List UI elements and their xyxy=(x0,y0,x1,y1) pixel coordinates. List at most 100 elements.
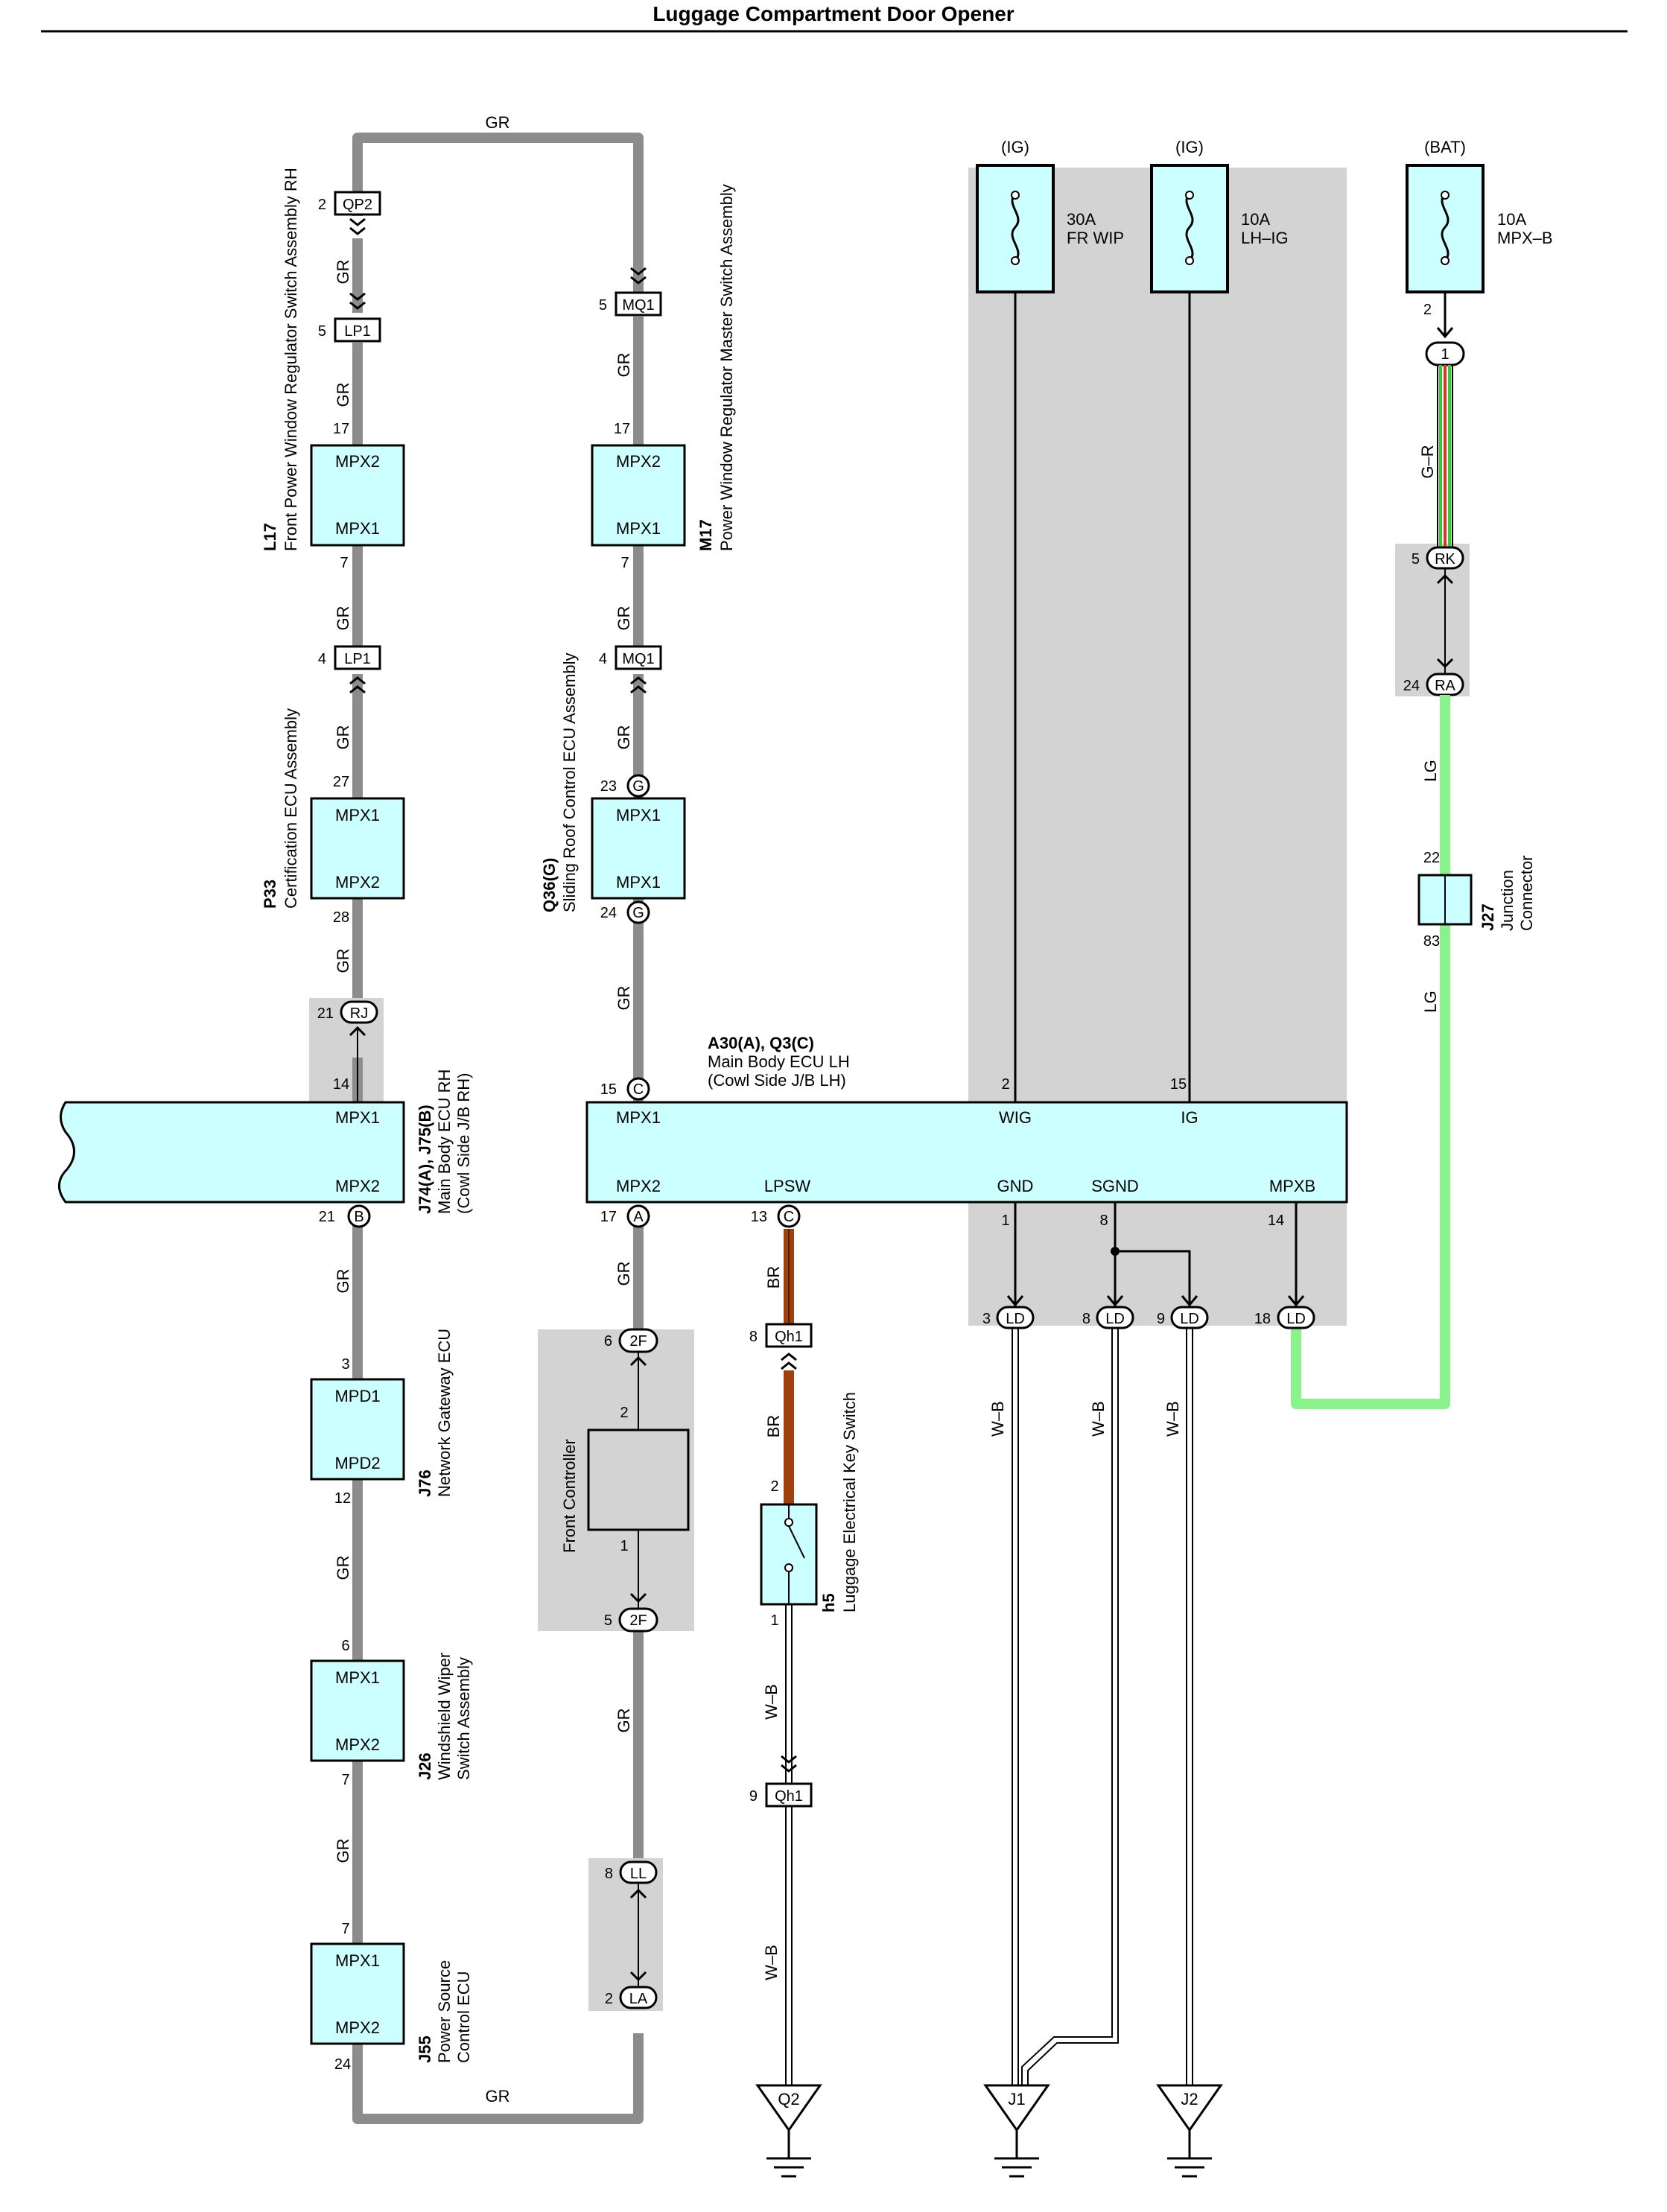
svg-text:17: 17 xyxy=(600,1209,617,1225)
component-a30-q3: A30(A), Q3(C) Main Body ECU LH (Cowl Sid… xyxy=(585,1034,1348,1229)
svg-text:1: 1 xyxy=(1001,1213,1009,1229)
svg-text:21: 21 xyxy=(319,1209,335,1225)
svg-text:Power Window Regulator Master: Power Window Regulator Master Switch Ass… xyxy=(717,184,736,551)
svg-text:Front Controller: Front Controller xyxy=(560,1439,579,1553)
svg-text:3: 3 xyxy=(982,1311,991,1327)
svg-text:GR: GR xyxy=(334,606,352,631)
fuse-wires xyxy=(1014,290,1191,1102)
svg-text:Qh1: Qh1 xyxy=(775,1788,803,1805)
svg-text:SGND: SGND xyxy=(1091,1177,1139,1195)
component-j55: MPX1 MPX2 7 24 J55 Power Source Control … xyxy=(310,1921,473,2073)
svg-text:4: 4 xyxy=(599,651,607,667)
svg-text:14: 14 xyxy=(1268,1213,1284,1229)
svg-text:23: 23 xyxy=(600,778,617,795)
shade-ll-la xyxy=(588,1858,663,2011)
svg-text:J27: J27 xyxy=(1479,903,1497,931)
svg-text:(IG): (IG) xyxy=(1001,138,1029,156)
svg-text:A: A xyxy=(633,1209,644,1225)
svg-text:MPD1: MPD1 xyxy=(334,1387,380,1405)
diagram-title: Luggage Compartment Door Opener xyxy=(652,2,1014,25)
svg-text:5: 5 xyxy=(318,323,326,340)
svg-text:GR: GR xyxy=(615,1262,633,1286)
connector-qh1-b: Qh1 9 xyxy=(749,1782,813,1808)
connector-rk-ra: RK 5 RA 24 xyxy=(1403,546,1464,696)
svg-text:17: 17 xyxy=(614,421,630,437)
svg-text:FR WIP: FR WIP xyxy=(1067,229,1124,247)
splice-dot xyxy=(1111,1247,1120,1256)
svg-text:7: 7 xyxy=(341,1772,349,1788)
svg-text:MPXB: MPXB xyxy=(1269,1177,1315,1195)
svg-text:(BAT): (BAT) xyxy=(1424,138,1466,156)
svg-text:Connector: Connector xyxy=(1517,855,1536,931)
svg-text:MPX2: MPX2 xyxy=(335,873,380,892)
ground-j1: J1 xyxy=(983,2084,1050,2178)
svg-text:GR: GR xyxy=(615,606,633,631)
svg-text:2: 2 xyxy=(1001,1076,1009,1093)
connector-mq1-b: MQ1 4 xyxy=(599,645,662,694)
svg-text:1: 1 xyxy=(620,1538,628,1554)
svg-text:L17: L17 xyxy=(261,523,279,551)
svg-text:28: 28 xyxy=(333,909,349,926)
svg-text:7: 7 xyxy=(341,1921,349,1937)
svg-text:J26: J26 xyxy=(416,1752,434,1780)
svg-text:18: 18 xyxy=(1254,1311,1271,1327)
svg-text:LA: LA xyxy=(629,1991,648,2007)
svg-text:10A: 10A xyxy=(1497,210,1526,229)
ecu-ground-stubs xyxy=(1006,1202,1305,1307)
component-m17: MPX2 MPX1 17 7 M17 Power Window Regulato… xyxy=(591,184,736,571)
svg-text:Junction: Junction xyxy=(1498,870,1517,931)
ground-q2: Q2 xyxy=(755,2084,822,2178)
svg-text:Main Body ECU RH: Main Body ECU RH xyxy=(435,1070,454,1214)
svg-text:C: C xyxy=(784,1209,794,1225)
svg-text:21: 21 xyxy=(317,1005,334,1022)
lg-label-top: LG xyxy=(1421,760,1440,781)
svg-text:6: 6 xyxy=(341,1638,349,1654)
svg-text:3: 3 xyxy=(341,1356,349,1373)
connector-rj: RJ 21 xyxy=(317,1000,378,1102)
svg-text:MPX1: MPX1 xyxy=(616,873,661,892)
svg-text:G: G xyxy=(632,905,644,921)
svg-text:2F: 2F xyxy=(629,1333,647,1350)
svg-text:2: 2 xyxy=(770,1478,778,1495)
svg-text:MPX1: MPX1 xyxy=(335,519,380,538)
component-front-controller: 2F 6 2 Front Controller 1 2F 5 xyxy=(560,1328,690,1633)
svg-text:12: 12 xyxy=(334,1490,351,1507)
svg-text:1: 1 xyxy=(770,1612,778,1629)
connector-lp1-a: LP1 5 xyxy=(318,292,381,343)
svg-text:Q2: Q2 xyxy=(778,2090,799,2108)
br-label-bottom: BR xyxy=(764,1415,783,1438)
svg-text:Q36(G): Q36(G) xyxy=(540,858,559,912)
svg-text:13: 13 xyxy=(751,1209,767,1225)
svg-text:MPX1: MPX1 xyxy=(335,1108,380,1127)
svg-text:W–B: W–B xyxy=(1163,1401,1182,1437)
svg-text:(Cowl Side J/B RH): (Cowl Side J/B RH) xyxy=(454,1073,473,1214)
component-j27: 22 83 J27 Junction Connector xyxy=(1417,850,1536,950)
component-j26: MPX1 MPX2 6 7 J26 Windshield Wiper Switc… xyxy=(310,1638,473,1788)
svg-text:MPX2: MPX2 xyxy=(335,2018,380,2037)
svg-text:WIG: WIG xyxy=(999,1108,1032,1127)
svg-text:1: 1 xyxy=(1441,346,1449,363)
component-q36: G 23 MPX1 MPX1 G 24 Q36(G) Sliding Roof … xyxy=(540,653,686,924)
svg-text:GND: GND xyxy=(997,1177,1034,1195)
svg-text:MPX1: MPX1 xyxy=(616,806,661,824)
connector-qp2: QP2 2 xyxy=(318,191,381,235)
fuse-fr-wip: (IG) 30A FR WIP xyxy=(976,138,1124,293)
svg-text:14: 14 xyxy=(333,1076,349,1093)
svg-text:8: 8 xyxy=(1082,1311,1090,1327)
svg-text:MPX1: MPX1 xyxy=(335,806,380,824)
svg-text:A30(A), Q3(C): A30(A), Q3(C) xyxy=(708,1034,814,1052)
svg-text:GR: GR xyxy=(334,383,352,407)
connectors-ld: LD 3 LD 8 LD 9 LD 18 xyxy=(982,1306,1315,1329)
svg-text:MPX1: MPX1 xyxy=(616,1108,661,1127)
svg-text:83: 83 xyxy=(1423,933,1440,950)
svg-text:IG: IG xyxy=(1181,1108,1198,1127)
svg-text:J2: J2 xyxy=(1181,2090,1198,2108)
ground-j2: J2 xyxy=(1156,2084,1223,2178)
svg-text:10A: 10A xyxy=(1241,210,1270,229)
svg-text:2F: 2F xyxy=(629,1612,647,1629)
svg-text:5: 5 xyxy=(599,297,607,314)
lg-wire xyxy=(1291,695,1450,1409)
svg-text:GR: GR xyxy=(334,260,352,285)
svg-text:MPX2: MPX2 xyxy=(335,1735,380,1754)
component-j74-j75: 14 MPX1 MPX2 B 21 J74(A), J75(B) Main Bo… xyxy=(58,1070,473,1228)
